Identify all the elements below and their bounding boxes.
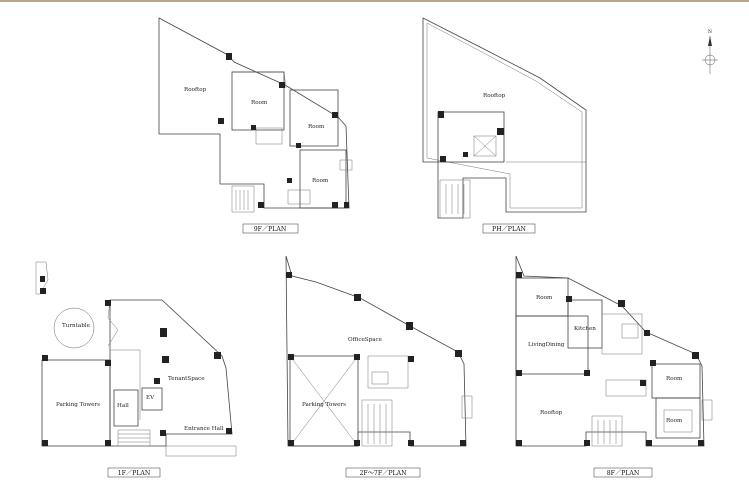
- room-label-room-top-8f: Room: [536, 295, 553, 301]
- room-label-room-r1-8f: Room: [666, 376, 683, 382]
- room-label-room-r2-8f: Room: [666, 418, 683, 424]
- plan-1f: Turntable Parking Towers Hall EV TenantS…: [35, 261, 237, 478]
- plan-9f: Rooftop Room Room Room 9F／PLAN: [158, 17, 353, 234]
- room-label-room-b-9f: Room: [308, 124, 325, 130]
- caption-2f-7f: 2F～7F／PLAN: [360, 470, 408, 477]
- north-arrow-icon: N: [702, 29, 718, 74]
- room-label-room-c-9f: Room: [312, 178, 329, 184]
- room-label-tenant: TenantSpace: [168, 376, 205, 382]
- room-label-room-a-9f: Room: [251, 100, 268, 106]
- room-label-ev: EV: [146, 395, 155, 401]
- caption-ph: PH／PLAN: [492, 226, 526, 233]
- room-label-living: LivingDining: [528, 342, 565, 348]
- plan-2f-7f: OfficeSpace Parking Towers 2F～7F／PLAN: [285, 255, 473, 478]
- room-label-office: OfficeSpace: [348, 337, 383, 343]
- top-rule: [0, 0, 749, 2]
- compass-north-label: N: [708, 29, 712, 35]
- room-label-rooftop-ph: Rooftop: [483, 93, 506, 99]
- caption-8f: 8F／PLAN: [607, 470, 640, 477]
- room-label-rooftop-9f: Rooftop: [184, 87, 207, 93]
- room-label-entrance: Entrance Hall: [184, 426, 224, 432]
- plan-8f: Room Kitchen LivingDining Room Room Roof…: [515, 255, 713, 478]
- room-label-parking-1f: Parking Towers: [56, 402, 100, 408]
- caption-9f: 9F／PLAN: [254, 226, 287, 233]
- room-label-rooftop-8f: Rooftop: [540, 410, 563, 416]
- caption-1f: 1F／PLAN: [118, 470, 151, 477]
- room-label-hall: Hall: [117, 403, 129, 409]
- room-label-kitchen: Kitchen: [574, 326, 596, 332]
- room-label-turntable: Turntable: [62, 323, 91, 329]
- room-label-parking-2f7f: Parking Towers: [302, 402, 346, 408]
- plan-ph: Rooftop PH／PLAN: [422, 17, 587, 234]
